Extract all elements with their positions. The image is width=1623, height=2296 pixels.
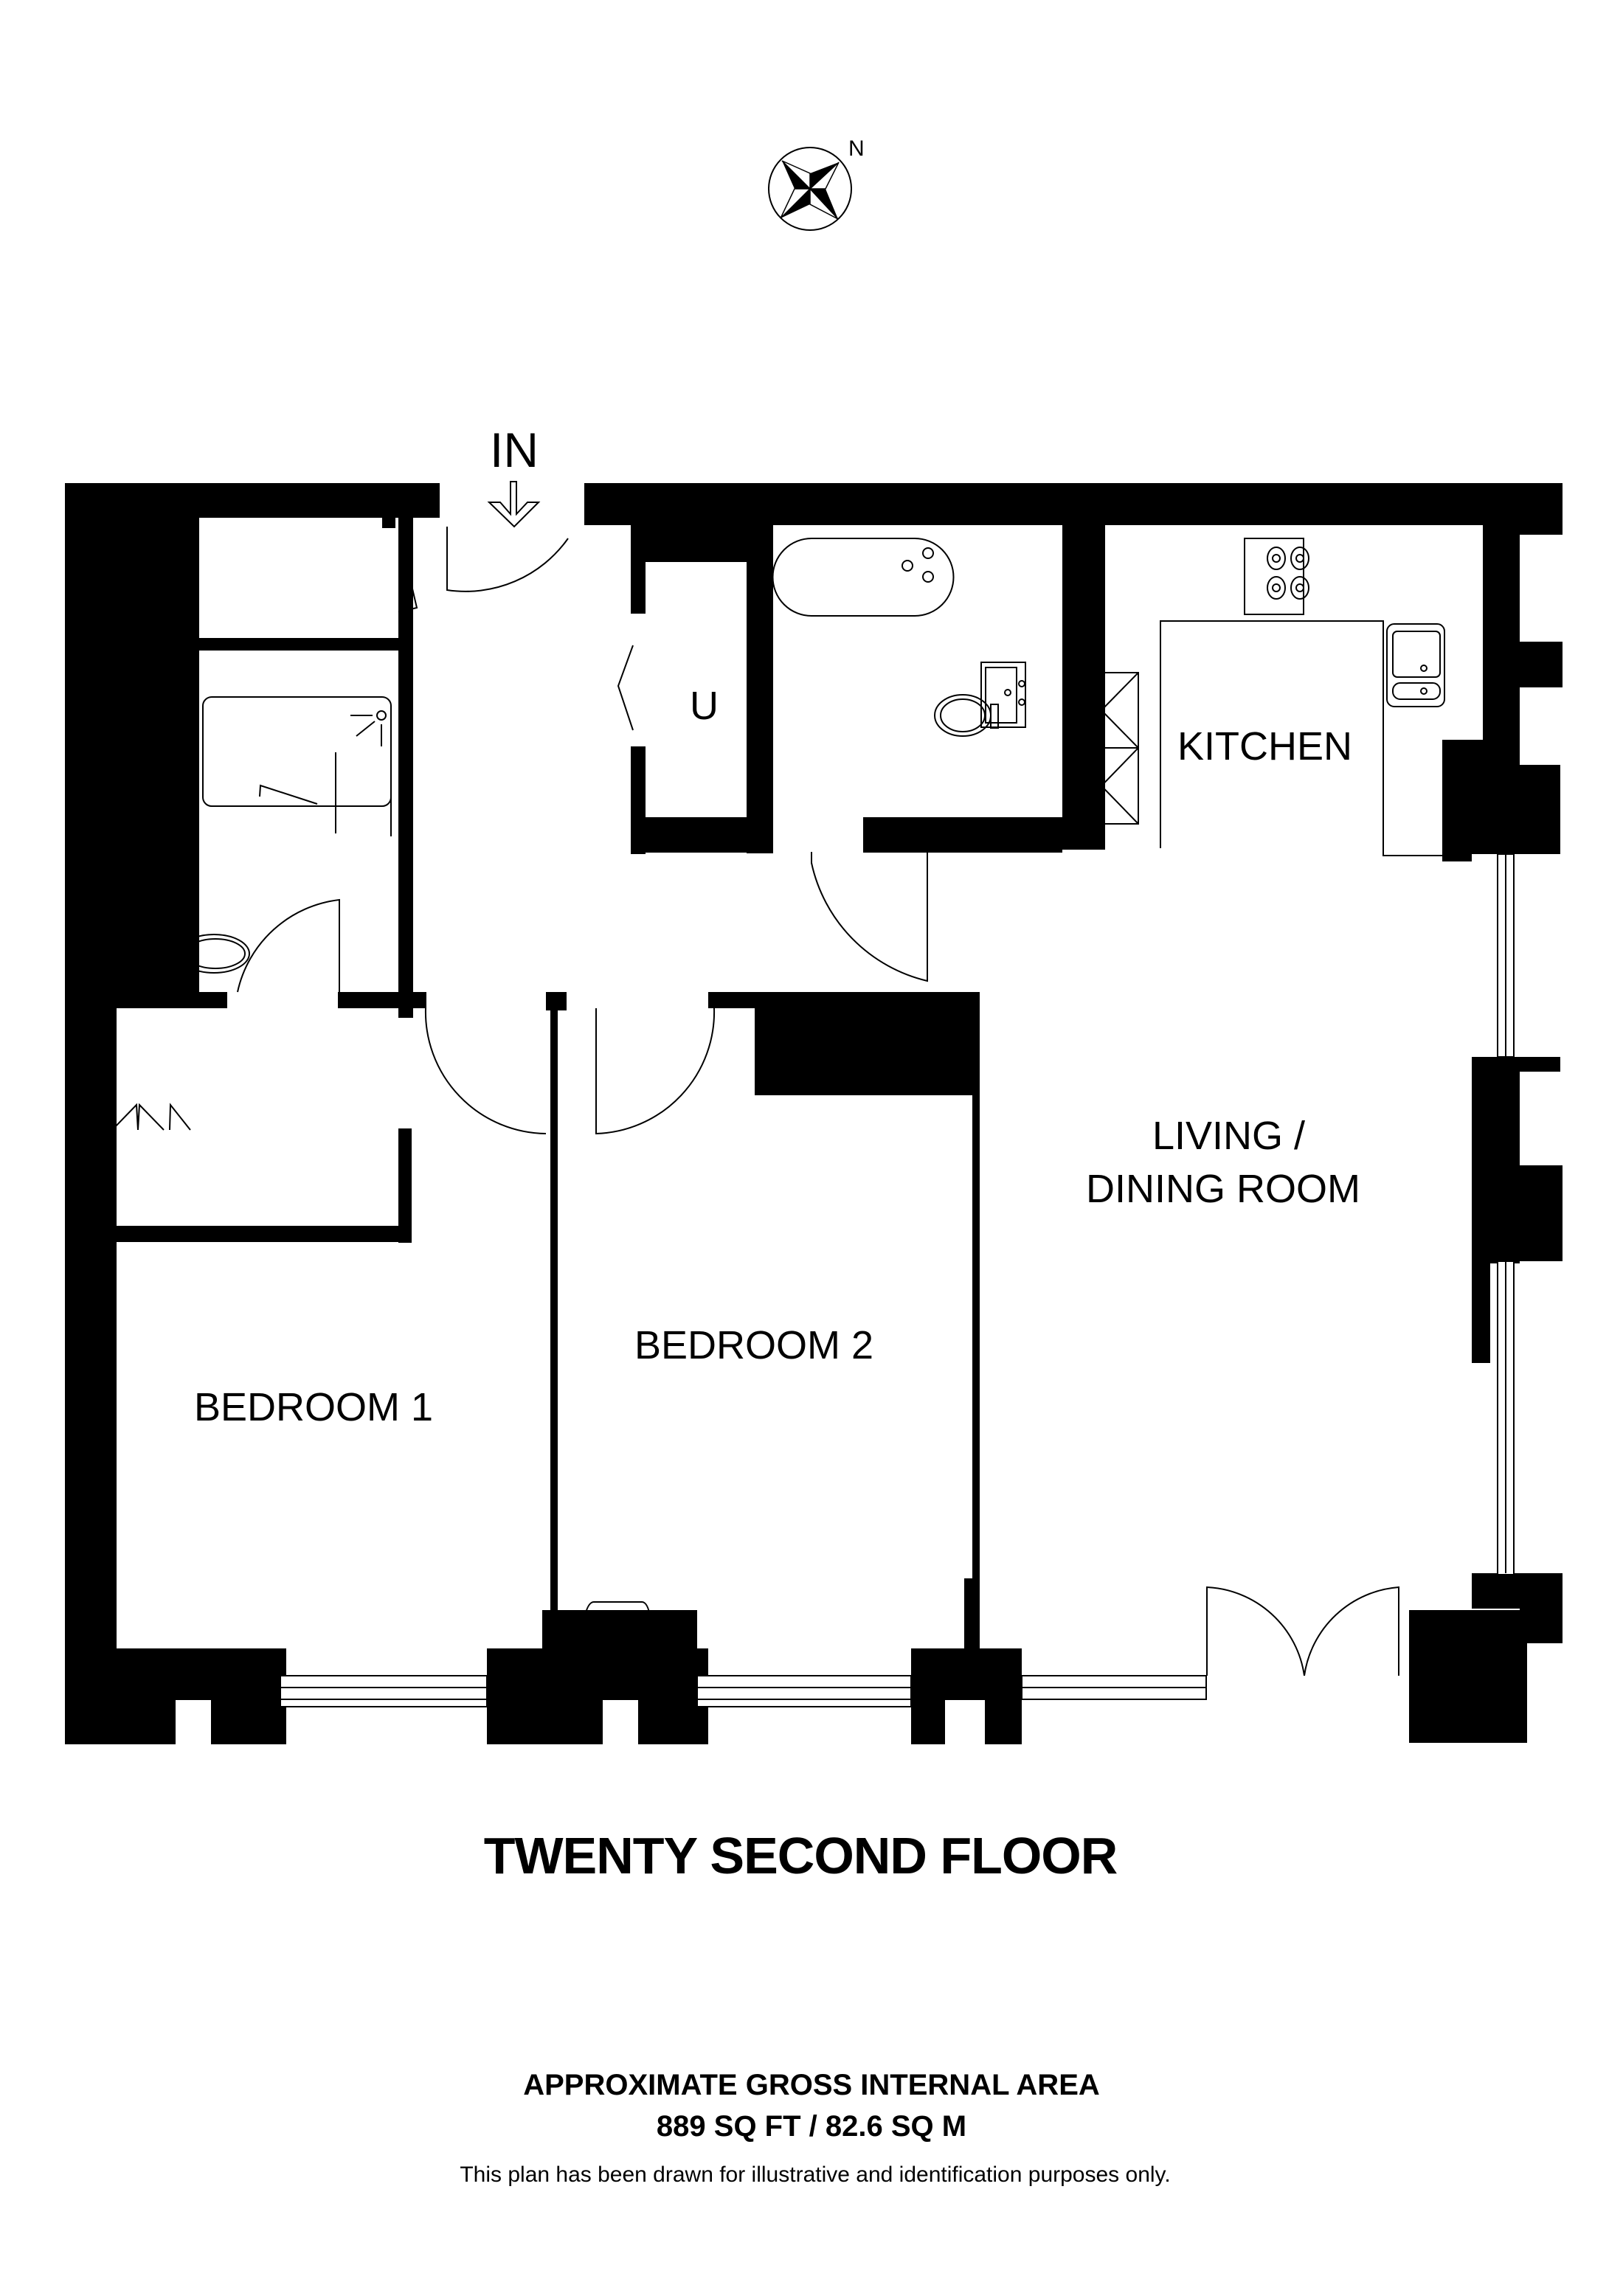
room-label-living-line1: LIVING / <box>1152 1114 1306 1158</box>
wall-cutouts <box>176 535 1563 1744</box>
windows <box>280 853 1515 1707</box>
floor-title: TWENTY SECOND FLOOR <box>483 1827 1118 1884</box>
room-label-living-line2: DINING ROOM <box>1086 1167 1360 1211</box>
area-heading: APPROXIMATE GROSS INTERNAL AREA <box>523 2069 1100 2101</box>
walls <box>65 483 1563 1744</box>
compass-rose-icon <box>768 147 852 231</box>
room-label-bedroom-1: BEDROOM 1 <box>194 1385 434 1429</box>
entrance-arrow-icon <box>487 481 541 528</box>
disclaimer: This plan has been drawn for illustrativ… <box>460 2163 1171 2187</box>
doors <box>85 527 1399 1676</box>
compass-north-label: N <box>848 136 865 161</box>
area-value: 889 SQ FT / 82.6 SQ M <box>656 2110 967 2143</box>
room-label-bedroom-2: BEDROOM 2 <box>634 1323 874 1367</box>
room-label-utility: U <box>690 684 719 728</box>
entrance-label: IN <box>490 423 539 477</box>
fixtures <box>145 538 1445 1627</box>
room-label-kitchen: KITCHEN <box>1177 724 1353 769</box>
